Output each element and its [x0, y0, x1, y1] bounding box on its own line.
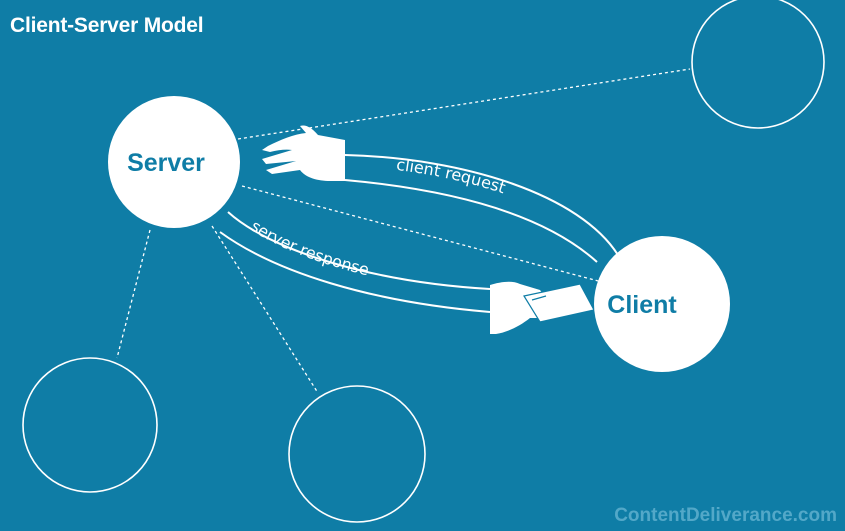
client-label: Client: [607, 291, 677, 319]
diagram-title: Client-Server Model: [10, 14, 204, 37]
peer-node-bottom-left: [22, 357, 158, 493]
request-label: client request: [395, 155, 508, 197]
peer-node-top-right: [691, 0, 825, 129]
dotted-connections: [116, 68, 691, 394]
client-circle: [594, 236, 730, 372]
response-label: server response: [247, 216, 371, 279]
watermark-text: ContentDeliverance.com: [614, 505, 837, 526]
request-label-text: client request: [395, 155, 508, 197]
link-server-client: [241, 185, 603, 283]
link-server-bottom-middle: [211, 225, 319, 394]
server-node: Server: [108, 96, 240, 228]
server-circle: [108, 96, 240, 228]
peer-nodes: [22, 0, 825, 523]
link-server-top-right: [237, 68, 691, 140]
link-server-bottom-left: [116, 229, 151, 359]
response-hand-icon: [490, 281, 595, 334]
request-band: [344, 154, 619, 263]
response-band: [219, 211, 491, 313]
client-node: Client: [594, 236, 730, 372]
response-label-text: server response: [247, 216, 371, 279]
peer-node-bottom-middle: [288, 385, 426, 523]
server-label: Server: [127, 149, 205, 177]
request-hand-icon: [262, 125, 345, 181]
